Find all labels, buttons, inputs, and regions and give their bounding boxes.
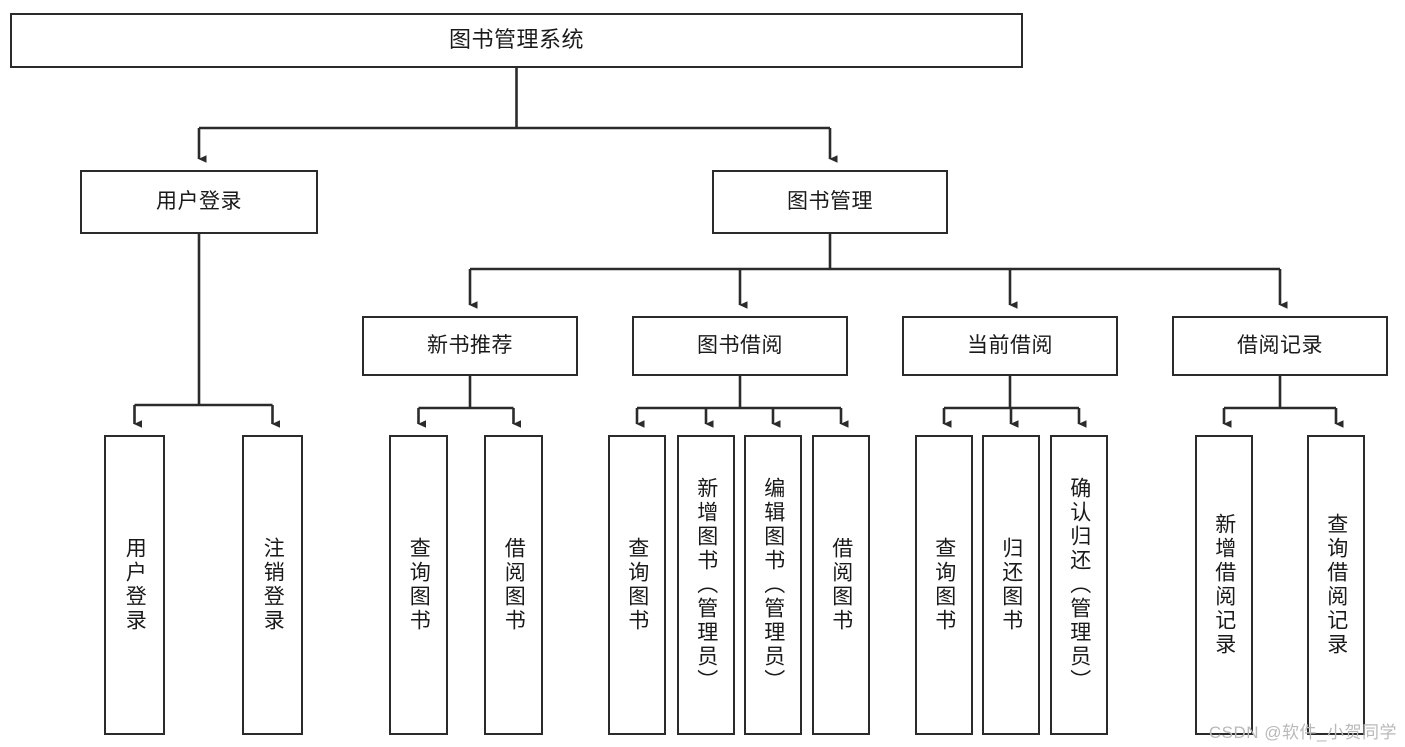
node-label: 查询图书 bbox=[407, 537, 431, 633]
node-label: 图书管理 bbox=[787, 190, 873, 214]
node-new-book-rec[interactable]: 新书推荐 bbox=[362, 316, 578, 376]
node-label: 查询图书 bbox=[932, 537, 956, 633]
node-leaf-add-record[interactable]: 新增借阅记录 bbox=[1195, 435, 1253, 735]
node-user-login[interactable]: 用户登录 bbox=[80, 170, 318, 234]
node-leaf-confirm-return[interactable]: 确认归还（管理员） bbox=[1050, 435, 1108, 735]
node-leaf-query-book-3[interactable]: 查询图书 bbox=[915, 435, 973, 735]
node-label: 查询借阅记录 bbox=[1324, 513, 1348, 657]
node-label: 借阅记录 bbox=[1237, 334, 1323, 358]
node-label: 当前借阅 bbox=[967, 334, 1053, 358]
node-label: 借阅图书 bbox=[502, 537, 526, 633]
node-label: 注销登录 bbox=[261, 537, 285, 633]
node-book-manage[interactable]: 图书管理 bbox=[712, 170, 948, 234]
node-leaf-add-book[interactable]: 新增图书（管理员） bbox=[677, 435, 735, 735]
node-label: 借阅图书 bbox=[829, 537, 853, 633]
node-book-borrow[interactable]: 图书借阅 bbox=[632, 316, 848, 376]
node-leaf-query-book-2[interactable]: 查询图书 bbox=[608, 435, 666, 735]
node-label: 编辑图书（管理员） bbox=[761, 477, 785, 693]
node-label: 用户登录 bbox=[156, 190, 242, 214]
node-leaf-user-logout[interactable]: 注销登录 bbox=[242, 435, 303, 735]
node-borrow-record[interactable]: 借阅记录 bbox=[1172, 316, 1388, 376]
watermark-credit: CSDN @软件_小贺同学 bbox=[1208, 723, 1397, 742]
node-leaf-user-login[interactable]: 用户登录 bbox=[104, 435, 165, 735]
node-label: 图书借阅 bbox=[697, 334, 783, 358]
node-leaf-edit-book[interactable]: 编辑图书（管理员） bbox=[744, 435, 802, 735]
node-leaf-return-book[interactable]: 归还图书 bbox=[982, 435, 1040, 735]
node-label: 查询图书 bbox=[625, 537, 649, 633]
node-label: 图书管理系统 bbox=[448, 27, 584, 53]
node-leaf-query-record[interactable]: 查询借阅记录 bbox=[1307, 435, 1365, 735]
node-label: 新增图书（管理员） bbox=[694, 477, 718, 693]
node-label: 用户登录 bbox=[123, 537, 147, 633]
node-label: 新书推荐 bbox=[427, 334, 513, 358]
node-current-borrow[interactable]: 当前借阅 bbox=[902, 316, 1118, 376]
node-label: 归还图书 bbox=[999, 537, 1023, 633]
node-leaf-borrow-book-1[interactable]: 借阅图书 bbox=[484, 435, 543, 735]
node-label: 新增借阅记录 bbox=[1212, 513, 1236, 657]
node-leaf-borrow-book-2[interactable]: 借阅图书 bbox=[812, 435, 870, 735]
node-label: 确认归还（管理员） bbox=[1067, 477, 1091, 693]
node-leaf-query-book-1[interactable]: 查询图书 bbox=[389, 435, 448, 735]
node-root-system[interactable]: 图书管理系统 bbox=[10, 13, 1023, 68]
